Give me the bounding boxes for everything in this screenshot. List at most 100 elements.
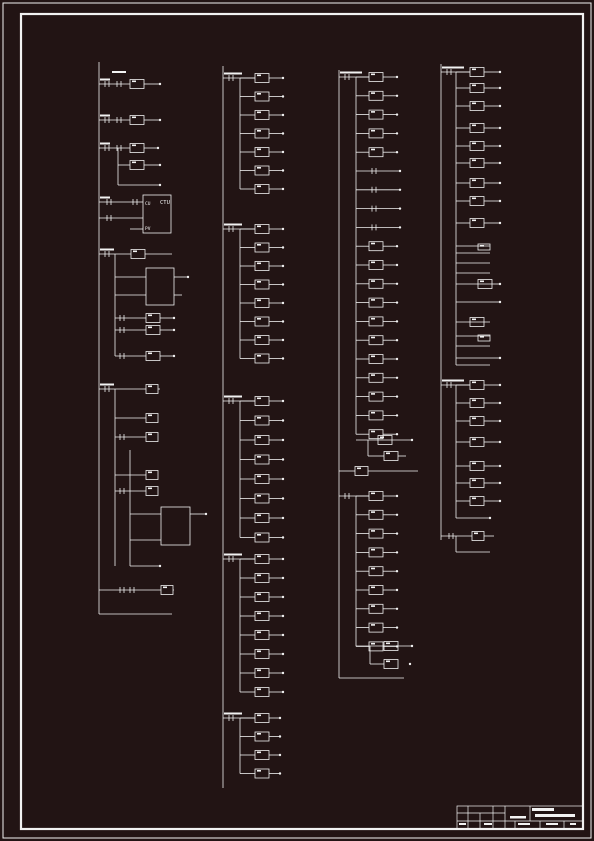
coil-output (395, 607, 399, 610)
block-label (257, 93, 261, 95)
coil-output (281, 169, 285, 172)
network-label (442, 379, 464, 382)
coil-output (281, 132, 285, 135)
coil-output (498, 161, 502, 165)
block-label (472, 197, 476, 200)
coil-output (281, 264, 285, 268)
coil-output (395, 113, 399, 116)
block-label (371, 624, 375, 626)
block-label (371, 586, 375, 589)
network-label (100, 142, 110, 145)
coil-output (395, 376, 399, 379)
inner-border (19, 12, 585, 831)
coil-output (395, 513, 399, 516)
coil-output (498, 181, 502, 185)
network-label (224, 223, 242, 226)
coil-output (498, 383, 502, 387)
coil-output (281, 652, 285, 656)
coil-output (498, 282, 502, 286)
coil-output (395, 132, 399, 135)
coil-output (158, 564, 162, 568)
block-label (132, 144, 136, 147)
block-label (371, 548, 375, 551)
coil-output (281, 614, 285, 618)
block-label (472, 318, 476, 321)
network-label (224, 553, 242, 556)
block-label (472, 497, 476, 500)
block-label (472, 219, 476, 222)
block-label (371, 605, 375, 607)
coil-output (281, 557, 285, 561)
coil-output (498, 144, 502, 148)
block-label (472, 438, 476, 441)
block-label (257, 355, 261, 357)
function-block (383, 659, 399, 669)
coil-output (395, 301, 399, 304)
coil-output (395, 433, 399, 436)
block-label (257, 262, 261, 265)
network-label (100, 114, 110, 117)
coil-output (204, 512, 208, 516)
coil-output (281, 497, 285, 500)
block-label (163, 586, 167, 589)
coil-output (172, 328, 176, 332)
coil-output (281, 399, 285, 403)
coil-output (395, 414, 399, 417)
coil-output (281, 595, 285, 599)
block-label (371, 317, 375, 320)
coil-output (498, 356, 502, 360)
block-label (257, 495, 261, 497)
coil-output (498, 499, 502, 503)
block-label (472, 462, 476, 465)
coil-output (156, 146, 160, 150)
coil-output (395, 570, 399, 573)
block-label (371, 299, 375, 301)
coil-output (281, 633, 285, 637)
coil-output (281, 113, 285, 117)
block-label (257, 514, 261, 517)
coil-output (395, 357, 399, 361)
network-label (224, 72, 242, 75)
function-block (377, 435, 393, 445)
network-label (100, 196, 110, 199)
network-label (224, 395, 242, 398)
block-label (257, 318, 261, 320)
coil-output (281, 477, 285, 481)
function-block (469, 317, 485, 327)
coil-output (281, 576, 285, 580)
network-label (442, 66, 464, 69)
block-label (148, 414, 152, 417)
coil-output (498, 104, 502, 108)
block-label (371, 374, 375, 376)
block-label (148, 326, 152, 329)
function-block (477, 334, 491, 342)
coil-output (281, 458, 285, 461)
block-label (148, 487, 152, 490)
block-label (257, 733, 261, 735)
coil-output (395, 75, 399, 79)
coil-output (395, 494, 399, 498)
network-label (100, 248, 114, 251)
block-label (472, 381, 476, 384)
block-label (257, 148, 261, 151)
coil-output (158, 82, 162, 86)
block-label (148, 385, 152, 388)
coil-output (398, 207, 402, 210)
block-label (371, 111, 375, 113)
coil-output (398, 226, 402, 229)
coil-output (281, 536, 285, 539)
coil-output (281, 227, 285, 231)
block-label (371, 492, 375, 495)
block-label (480, 336, 484, 338)
block-label (472, 399, 476, 402)
coil-output (498, 86, 502, 90)
coil-output (281, 187, 285, 191)
coil-output (281, 671, 285, 675)
block-label (386, 642, 390, 645)
coil-output (498, 221, 502, 225)
coil-output (408, 662, 412, 666)
block-label (257, 593, 261, 596)
coil-output (158, 183, 162, 187)
block-label (148, 471, 152, 474)
